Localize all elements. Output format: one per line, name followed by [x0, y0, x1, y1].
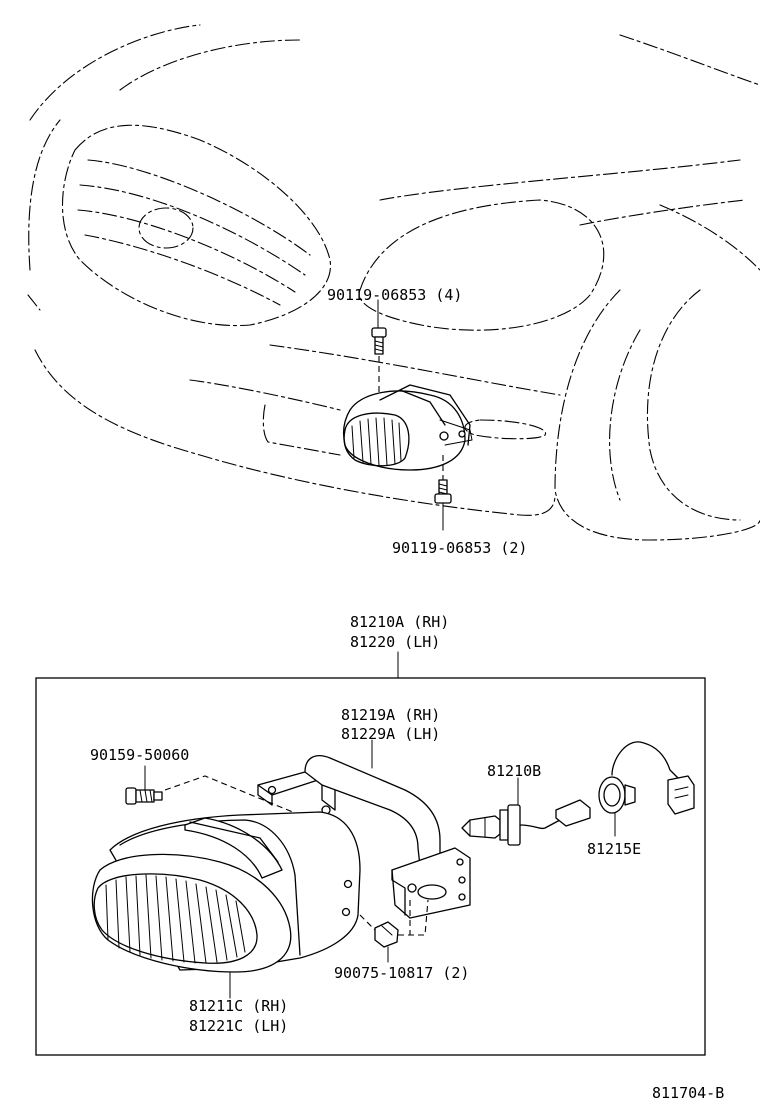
nut-icon [359, 899, 429, 963]
bracket-part [257, 755, 471, 919]
label-81221C: 81221C (LH) [189, 1017, 288, 1035]
upper-bolt-icon [371, 327, 387, 395]
label-81220: 81220 (LH) [350, 633, 440, 651]
fog-lamp-housing [91, 811, 361, 999]
installed-fog-lamp [343, 384, 473, 471]
lower-bolt-icon [434, 455, 452, 531]
label-81229A: 81229A (LH) [341, 725, 440, 743]
part-labels: 90119-06853 (4) 90119-06853 (2) 81210A (… [90, 286, 724, 1102]
socket-icon [598, 741, 695, 837]
figure-code: 811704-B [652, 1084, 724, 1102]
adjusting-screw-icon [125, 765, 319, 816]
label-81215E: 81215E [587, 840, 641, 858]
label-81210A: 81210A (RH) [350, 613, 449, 631]
vehicle-front-outline [27, 24, 760, 541]
label-81211C: 81211C (RH) [189, 997, 288, 1015]
front-grille [61, 124, 331, 327]
label-90119-06853-4: 90119-06853 (4) [327, 286, 462, 304]
label-90075-10817: 90075-10817 (2) [334, 964, 469, 982]
bulb-icon [461, 777, 591, 846]
label-90159-50060: 90159-50060 [90, 746, 189, 764]
label-81219A: 81219A (RH) [341, 706, 440, 724]
label-90119-06853-2: 90119-06853 (2) [392, 539, 527, 557]
assembly-frame [35, 677, 706, 1056]
label-81210B: 81210B [487, 762, 541, 780]
